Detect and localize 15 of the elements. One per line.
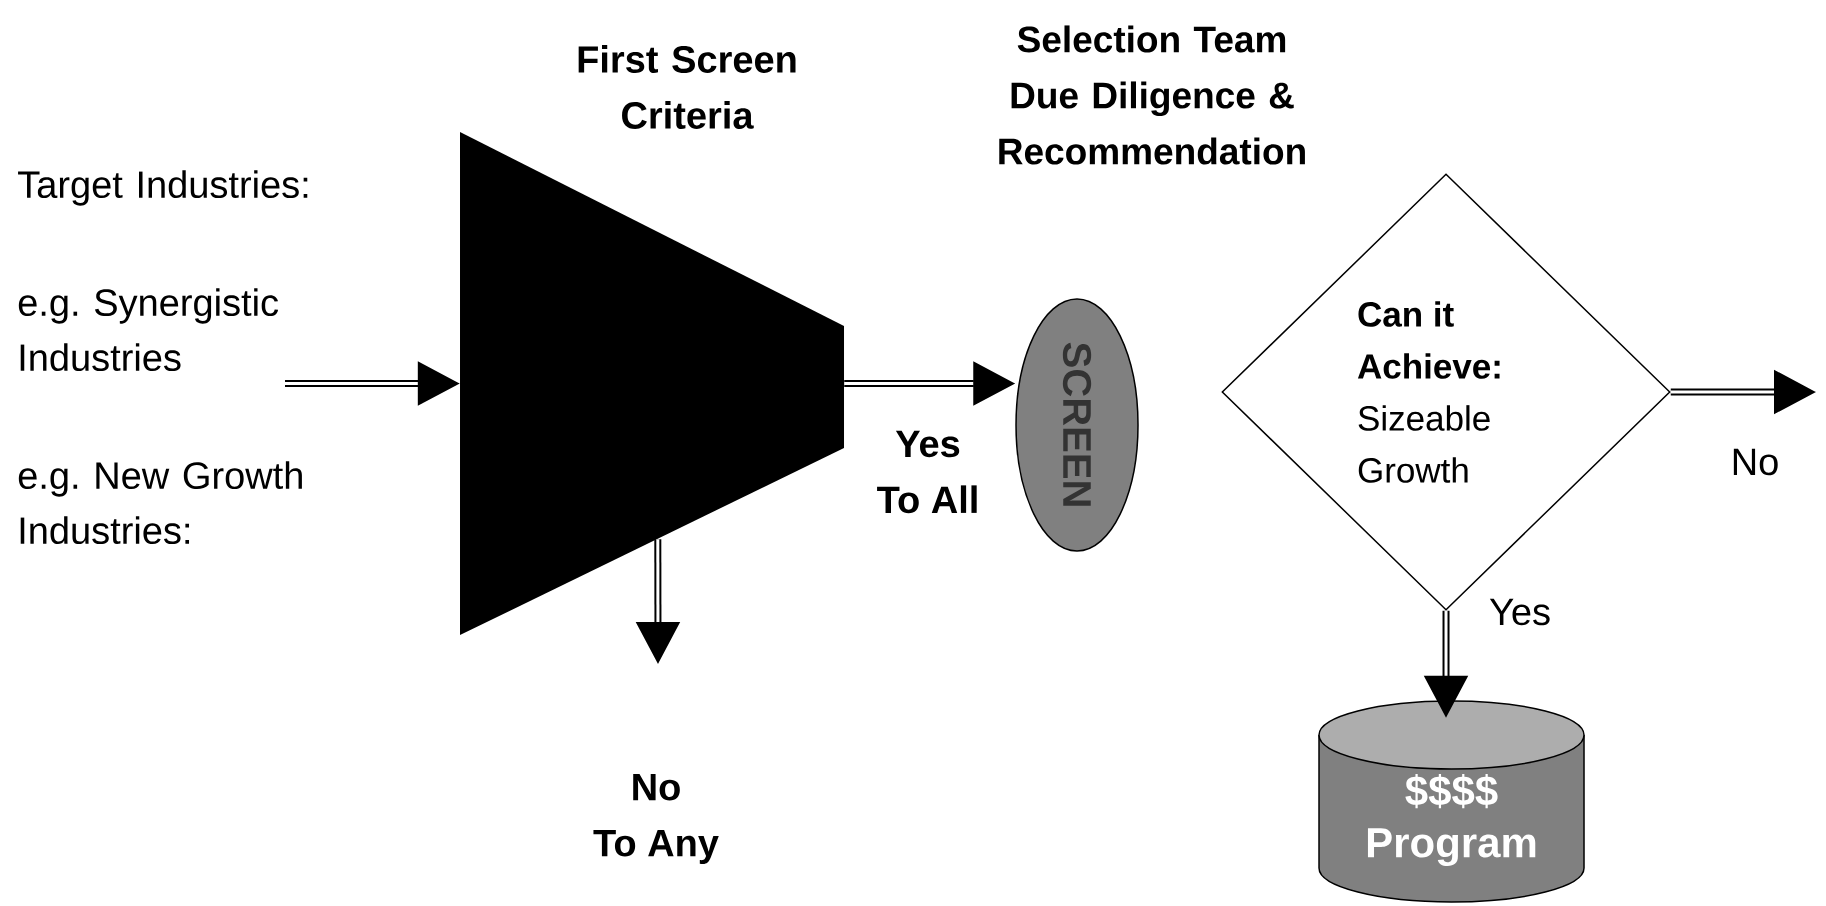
heading: Selection Team Due Diligence & Recommendation xyxy=(999,25,1305,165)
screen-label: SCREEN xyxy=(1062,342,1092,506)
cylinder-drawing xyxy=(1318,700,1585,903)
industry-label: e.g. New Growth Industries: xyxy=(18,461,302,545)
program-label: $$$$ Program xyxy=(1367,773,1536,867)
edge-label: No To Any xyxy=(579,772,733,867)
edge-label: Yes To All xyxy=(851,428,1005,516)
screen-ellipse xyxy=(1015,298,1139,552)
edge-label: No xyxy=(1728,446,1782,478)
heading: First Screen Criteria xyxy=(578,45,796,129)
edge-label: Yes xyxy=(1487,596,1553,628)
question-text: Can it Achieve: xyxy=(1357,301,1500,379)
option-text: Sizeable Growth xyxy=(1358,405,1490,483)
industry-label: e.g. Synergistic Industries xyxy=(18,288,279,372)
industry-label: Target Industries: xyxy=(18,170,308,206)
